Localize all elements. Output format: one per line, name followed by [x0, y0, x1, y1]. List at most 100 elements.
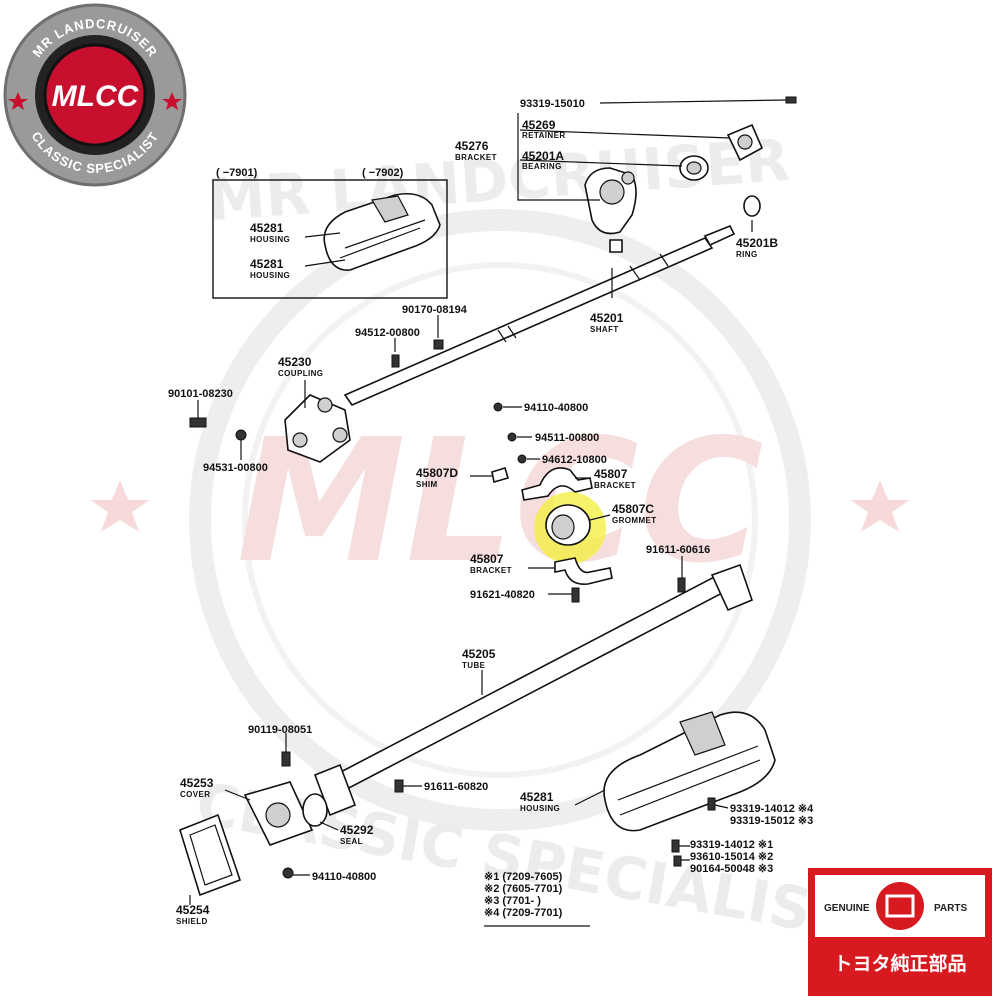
label-45281-lower-housing: 45281	[520, 790, 554, 804]
nut-94110b-drawing	[282, 867, 294, 879]
label-45292: 45292	[340, 823, 374, 837]
label-91621: 91621-40820	[470, 589, 535, 601]
label-91611-upper: 91611-60616	[646, 544, 710, 556]
bearing-inner	[686, 161, 702, 175]
label-45254: 45254	[176, 903, 210, 917]
leader-93319-15010	[599, 99, 787, 104]
bolt-90119-drawing	[281, 751, 291, 767]
label-45205: 45205	[462, 647, 496, 661]
watermark-star-right	[850, 480, 910, 532]
bracket-foot	[609, 239, 623, 253]
label-45281-upper: 45281	[250, 221, 284, 235]
label-45281-lower-desc: HOUSING	[250, 271, 290, 280]
brand-badge: MLCC MR LANDCRUISER CLASSIC SPECIALIST	[3, 3, 187, 187]
label-45269-desc: RETAINER	[522, 131, 566, 140]
watermark-inner-ring	[242, 262, 758, 778]
leader-grommet	[589, 514, 611, 521]
label-94612: 94612-10800	[542, 454, 607, 466]
seal-drawing	[302, 793, 328, 827]
nut-94531-drawing	[235, 429, 247, 441]
shaft-joint	[497, 325, 517, 343]
label-45230: 45230	[278, 355, 312, 369]
grommet-bore	[551, 514, 575, 540]
label-45253-desc: COVER	[180, 790, 210, 799]
housing-inset: ( −7901) ( −7902)	[212, 167, 448, 299]
label-93610: 93610-15014 ※2	[690, 851, 773, 863]
lower-assembly	[179, 751, 404, 897]
label-45269: 45269	[522, 118, 556, 132]
shaft-spline-end	[703, 224, 736, 247]
shield-drawing	[179, 813, 242, 897]
bolt-91611b-drawing	[394, 779, 404, 793]
column-tube	[313, 563, 753, 817]
mount-assembly	[491, 402, 686, 603]
badge-star-left	[8, 92, 28, 110]
stamp-right-text: PARTS	[934, 903, 967, 914]
bracket-bore	[599, 179, 625, 205]
label-90170: 90170-08194	[402, 304, 468, 316]
label-45281-lower: 45281	[250, 257, 284, 271]
label-93319-15012: 93319-15012 ※3	[730, 815, 813, 827]
label-45201-desc: SHAFT	[590, 325, 619, 334]
note-3: ※3 (7701- )	[484, 895, 541, 907]
badge-star-right	[162, 92, 182, 110]
stamp-emblem	[876, 882, 924, 930]
shaft-grooves	[629, 253, 669, 281]
label-94110-lower: 94110-40800	[312, 871, 376, 883]
label-45276-desc: BRACKET	[455, 153, 497, 162]
bolt-91621-drawing	[571, 587, 580, 603]
housing-lower-ridge	[679, 711, 726, 756]
label-45281-upper-desc: HOUSING	[250, 235, 290, 244]
coupling	[189, 339, 444, 463]
label-45253: 45253	[180, 776, 214, 790]
label-45201B-desc: RING	[736, 250, 758, 259]
washer-94512-drawing	[391, 354, 400, 368]
label-45807-upper-desc: BRACKET	[594, 481, 636, 490]
screw-93319b-drawing	[671, 839, 680, 853]
housing-lower-lines	[617, 745, 761, 816]
applicability-notes: ※1 (7209-7605) ※2 (7605-7701) ※3 (7701- …	[484, 871, 590, 927]
label-90164: 90164-50048 ※3	[690, 863, 773, 875]
label-91611-lower: 91611-60820	[424, 781, 488, 793]
note-4: ※4 (7209-7701)	[484, 907, 563, 919]
housing-upper-lines	[339, 219, 426, 259]
label-45276: 45276	[455, 139, 489, 153]
retainer-hole	[737, 134, 753, 150]
label-45807C-desc: GROMMET	[612, 516, 657, 525]
label-94511: 94511-00800	[535, 432, 599, 444]
leader-seal	[319, 821, 339, 831]
label-45201B: 45201B	[736, 236, 778, 250]
watermark-ring	[189, 209, 811, 831]
upper-bracket-drawing	[521, 467, 593, 501]
bolt-90101-drawing	[189, 417, 207, 428]
coupling-bolt-c	[332, 427, 348, 443]
label-45201A-desc: BEARING	[522, 162, 562, 171]
screw-93610-drawing	[673, 855, 682, 867]
tube-flange-top	[710, 563, 753, 612]
stamp-bottom-text: トヨタ純正部品	[833, 952, 966, 975]
housing-lower-drawing	[603, 711, 776, 832]
label-93319-14012-a: 93319-14012 ※4	[730, 803, 814, 815]
stamp-emblem-mark	[885, 894, 915, 918]
leader-housing-lower	[574, 789, 606, 806]
bolt-91611a-drawing	[677, 577, 686, 593]
label-45807-lower-desc: BRACKET	[470, 566, 512, 575]
badge-logo: MLCC	[52, 80, 140, 113]
label-45201: 45201	[590, 311, 624, 325]
label-93319-14012-b: 93319-14012 ※1	[690, 839, 773, 851]
watermark-star-left	[90, 480, 150, 532]
leader-lines	[189, 99, 787, 905]
shim-drawing	[491, 466, 509, 484]
coupling-bolt-a	[292, 432, 308, 448]
leader-retainer-bearing	[519, 129, 731, 167]
bracket-hole	[621, 171, 635, 185]
note-2: ※2 (7605-7701)	[484, 883, 563, 895]
lower-bracket-drawing	[554, 557, 613, 586]
nut-90170-drawing	[433, 339, 444, 350]
inset-frame	[212, 179, 448, 299]
housing-upper-ridge	[371, 195, 409, 223]
label-45205-desc: TUBE	[462, 661, 486, 670]
label-94110-upper: 94110-40800	[524, 402, 588, 414]
leader-cover	[224, 789, 251, 801]
